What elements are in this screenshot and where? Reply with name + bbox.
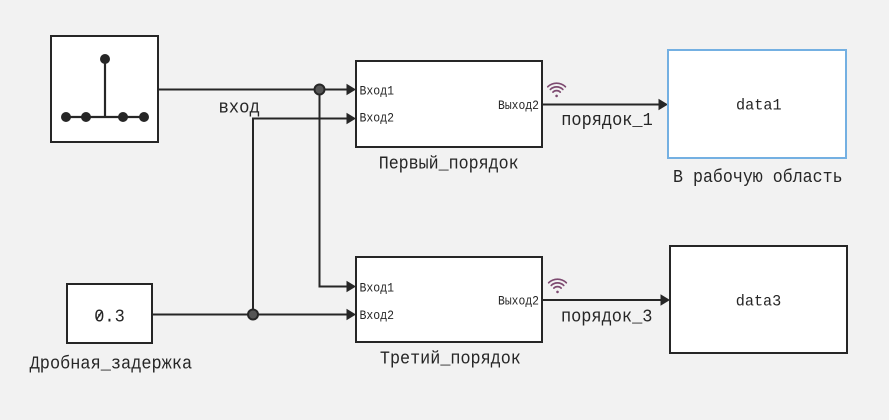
svg-text:data1: data1 (736, 97, 782, 115)
svg-text:Дробная_задержка: Дробная_задержка (30, 354, 193, 375)
svg-text:Первый_порядок: Первый_порядок (379, 153, 519, 174)
svg-text:Вход1: Вход1 (360, 282, 395, 296)
svg-text:Выход2: Выход2 (498, 295, 539, 309)
svg-text:Вход2: Вход2 (360, 112, 395, 126)
svg-text:Вход1: Вход1 (360, 85, 395, 99)
svg-text:порядок_1: порядок_1 (561, 110, 653, 131)
svg-text:В рабочую область: В рабочую область (673, 167, 843, 188)
svg-text:Третий_порядок: Третий_порядок (380, 348, 521, 369)
svg-text:data3: data3 (736, 292, 782, 310)
svg-text:порядок_3: порядок_3 (561, 307, 653, 328)
svg-text:Вход2: Вход2 (360, 309, 395, 323)
svg-text:Выход2: Выход2 (498, 99, 539, 113)
svg-text:вход: вход (218, 98, 260, 119)
